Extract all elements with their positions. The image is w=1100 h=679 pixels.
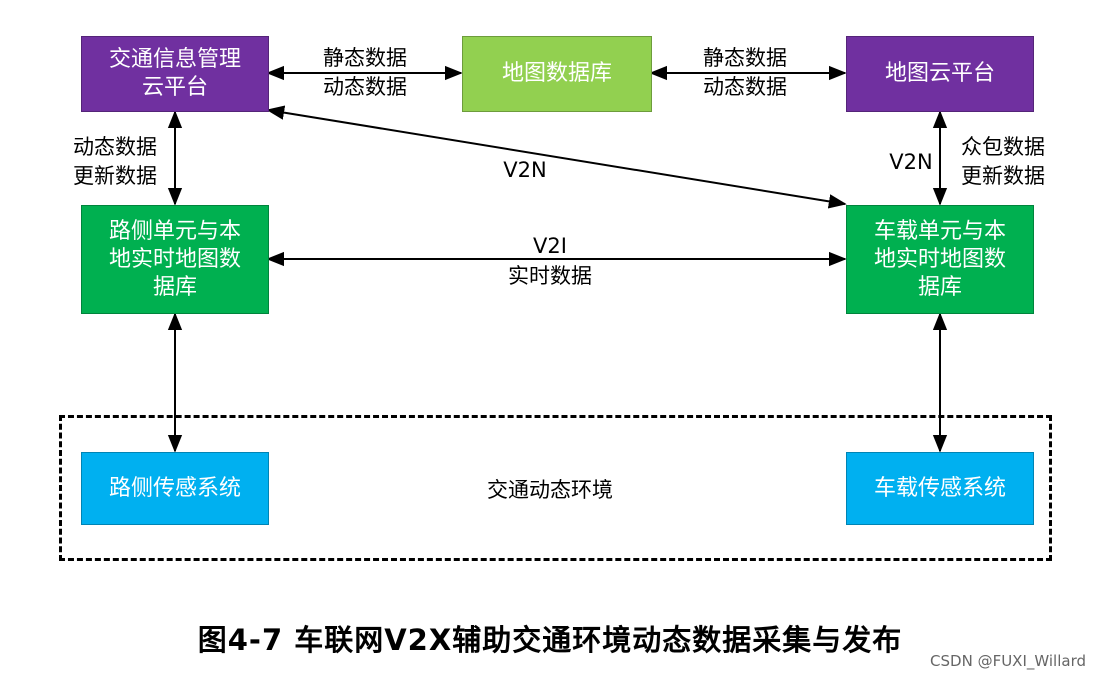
region-label: 交通动态环境 [487,478,613,502]
label-realtime: 实时数据 [508,264,592,288]
label-cloud-mapdb: 静态数据 动态数据 [323,46,407,99]
label-cloud-rsu: 动态数据 更新数据 [73,135,157,188]
label-crowd-update: 众包数据 更新数据 [961,135,1045,188]
label-v2n-right: V2N [889,150,933,174]
label-mapdb-mapcloud: 静态数据 动态数据 [703,46,787,99]
map-cloud-node: 地图云平台 [846,36,1034,112]
vehicle-sensor-node: 车载传感系统 [846,452,1034,525]
map-database-node: 地图数据库 [462,36,652,112]
arrow-v2n-diagonal [266,105,847,209]
traffic-dynamic-environment-region [59,415,1052,561]
label-v2n-diagonal: V2N [503,158,547,182]
figure-caption: 图4-7 车联网V2X辅助交通环境动态数据采集与发布 [197,623,903,657]
label-v2i: V2I [533,234,567,258]
traffic-info-cloud-node: 交通信息管理 云平台 [81,36,269,112]
roadside-unit-node: 路侧单元与本 地实时地图数 据库 [81,205,269,314]
watermark: CSDN @FUXI_Willard [930,652,1086,670]
roadside-sensor-node: 路侧传感系统 [81,452,269,525]
vehicle-unit-node: 车载单元与本 地实时地图数 据库 [846,205,1034,314]
